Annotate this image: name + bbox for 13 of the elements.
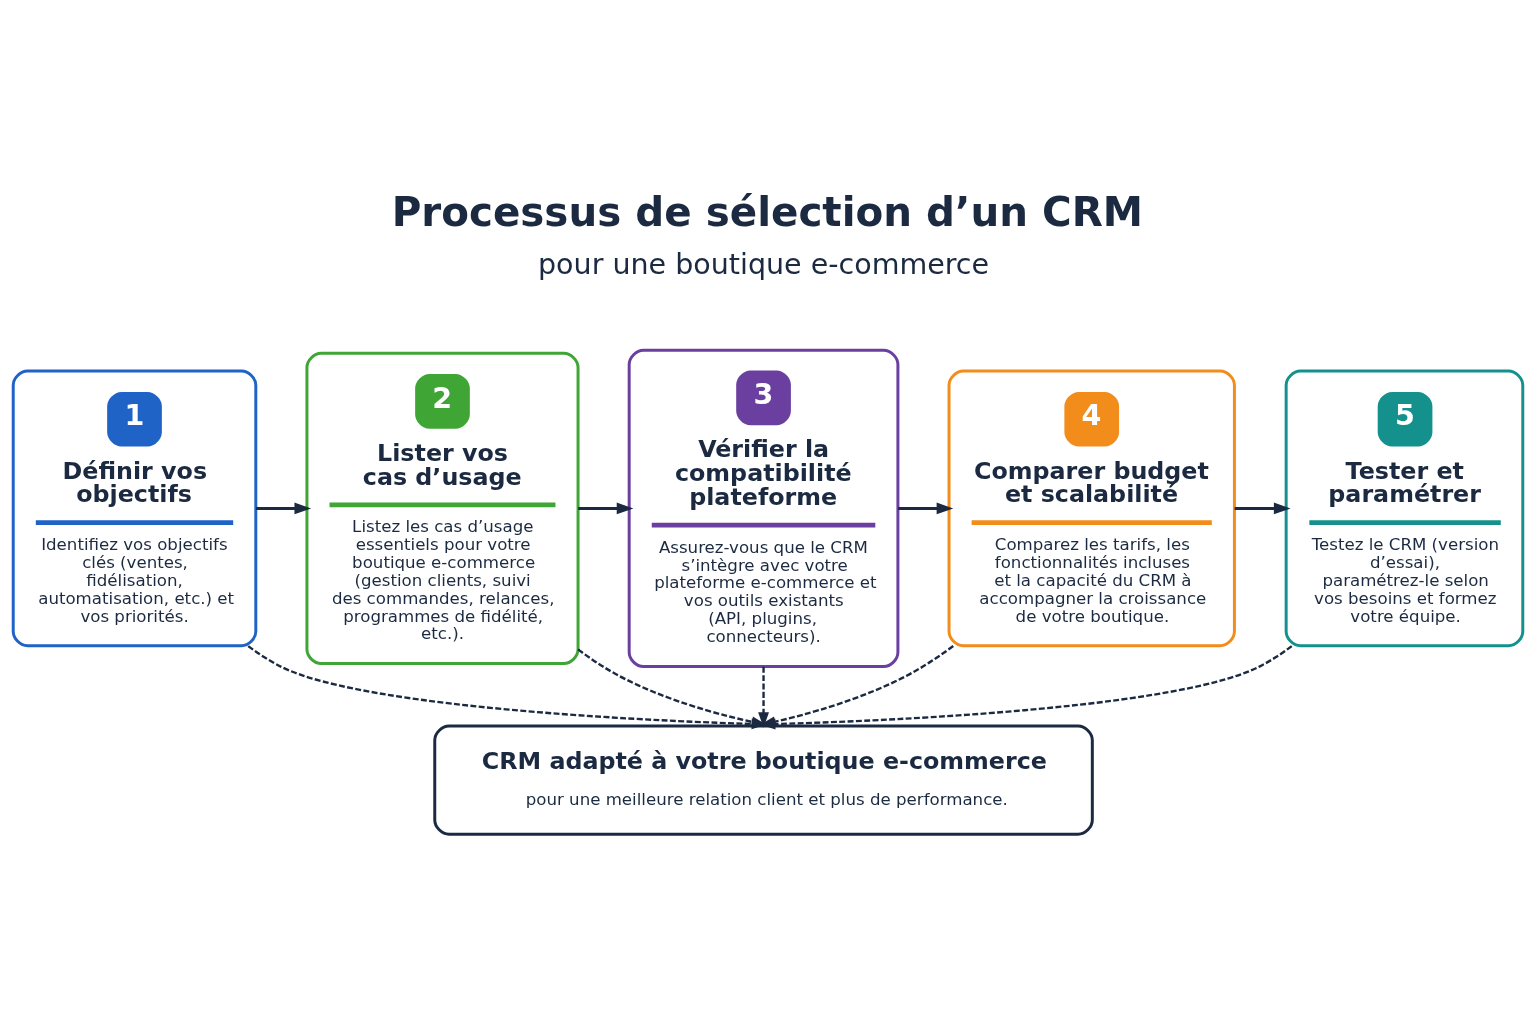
arrow [256, 502, 312, 515]
node-box: CRM adapté à votre boutique e-commerce pour une meilleure relation client et plus de performance. [433, 724, 1094, 836]
node-box: 4 Comparer budget et scalabilité Comparez les tarifs, les fonctionnalités incluses et la capacité du CRM à accompagner la croissance de votre boutique. [947, 369, 1236, 648]
arrow [898, 502, 954, 515]
node-box: 5 Tester et paramétrer Testez le CRM (version d’essai), paramétrez-le selon vos besoins et formez votre équipe. [1284, 369, 1525, 648]
label: pour une boutique e-commerce [538, 248, 990, 282]
node-box: 2 Lister vos cas d’usage Listez les cas d’usage essentiels pour votre boutique e-commerce (gestion clients, suivi des commandes, relances, programmes de fidélité, etc.). [305, 351, 580, 666]
arrow [758, 666, 769, 728]
arrow [578, 502, 634, 515]
arrow [1234, 502, 1291, 515]
node-box: 1 Définir vos objectifs Identifiez vos objectifs clés (ventes, fidélisation, automatisation, etc.) et vos priorités. [11, 369, 258, 648]
diagram-title: Processus de sélection d’un CRM [391, 187, 1143, 236]
node-box: 3 Vérifier la compatibilité plateforme Assurez-vous que le CRM s’intègre avec votre plateforme e-commerce et vos outils existants (API, plugins, connecteurs). [627, 348, 900, 669]
